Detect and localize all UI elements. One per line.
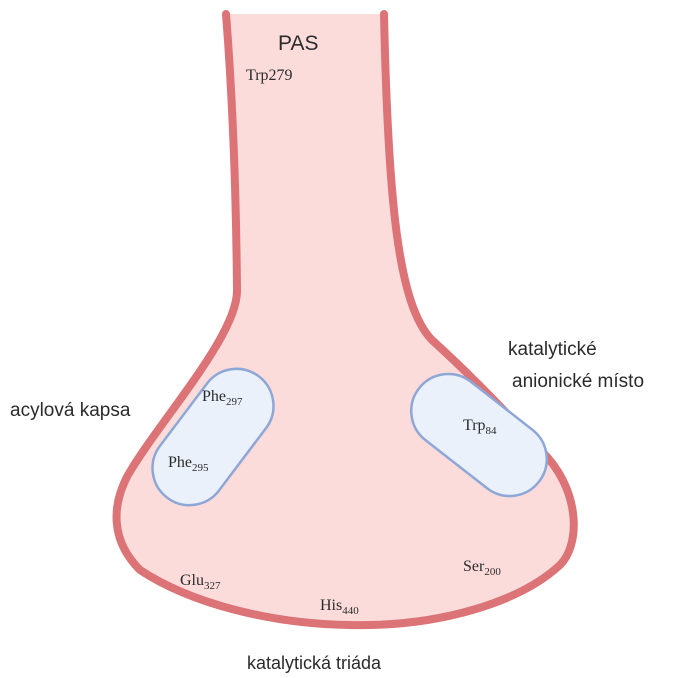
residue-number: 440 (342, 605, 359, 617)
catalytic-triad-label: katalytická triáda (247, 653, 382, 673)
residue-number: 84 (486, 425, 498, 437)
residue-name: Phe (202, 388, 226, 405)
residue-name: Trp (463, 417, 486, 434)
residue-name: Ser (463, 558, 485, 575)
trp279-label: Trp279 (246, 67, 293, 84)
active-site-gorge (117, 14, 574, 625)
residue-name: Phe (168, 454, 192, 471)
residue-number: 295 (192, 462, 209, 474)
residue-number: 200 (484, 566, 501, 578)
residue-name: His (320, 597, 342, 614)
residue-name: Glu (180, 572, 204, 589)
acyl-pocket-label: acylová kapsa (10, 400, 131, 421)
catalytic-anionic-site-label-line1: katalytické (508, 339, 597, 360)
residue-number: 297 (226, 396, 243, 408)
residue-number: 327 (204, 580, 221, 592)
pas-label: PAS (278, 32, 318, 55)
catalytic-anionic-site-label-line2: anionické místo (512, 371, 644, 392)
